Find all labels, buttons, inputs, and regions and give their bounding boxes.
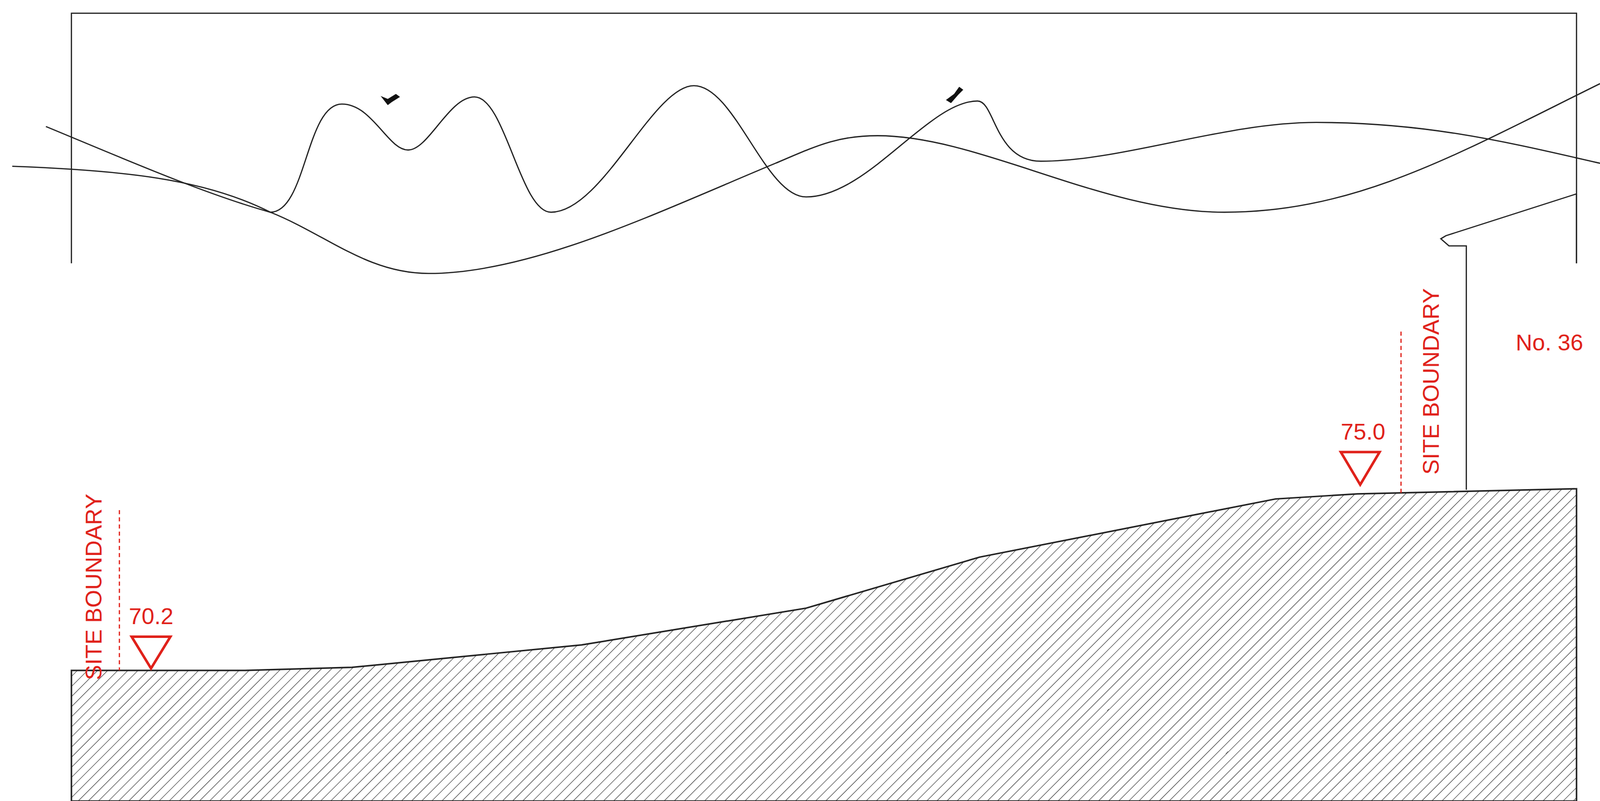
level-value: 75.0	[1340, 420, 1385, 444]
level-value: 70.2	[128, 605, 174, 628]
landscape-curves	[12, 83, 1600, 274]
property-name: No. 36	[1515, 331, 1583, 355]
site-boundary-line	[119, 331, 1401, 671]
bird-silhouettes	[380, 86, 964, 106]
ground-section	[71, 488, 1577, 801]
site-boundary-label: SITE BOUNDARY	[82, 493, 106, 680]
landscape-frame	[71, 13, 1577, 264]
site-boundary-label: SITE BOUNDARY	[1419, 287, 1443, 475]
level-marker	[131, 451, 1380, 669]
